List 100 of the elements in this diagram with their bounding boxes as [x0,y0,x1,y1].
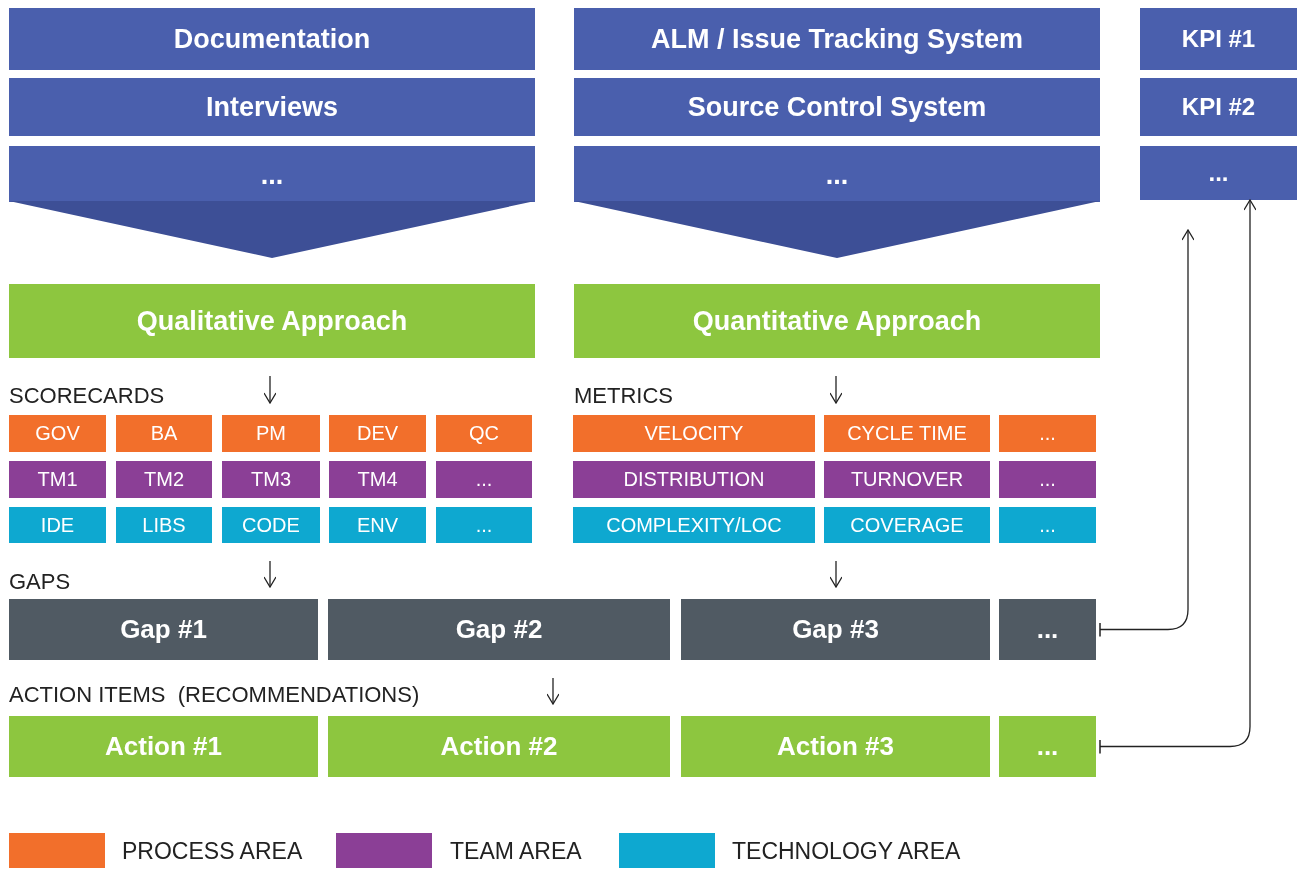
section-label: ACTION ITEMS (RECOMMENDATIONS) [9,682,420,708]
arrow [263,375,277,404]
box-label: QC [469,422,499,445]
box-label: Action #1 [105,731,222,762]
box-label: Qualitative Approach [136,305,408,337]
box-label: ... [1208,159,1229,187]
section-label: GAPS [9,569,71,595]
box-label: KPI #2 [1181,93,1256,121]
area-cell [116,415,212,452]
gap-box [9,599,318,660]
box-label: Interviews [205,91,339,123]
area-cell [222,507,320,543]
source-box [9,78,535,136]
funnel-box [574,146,1100,258]
box-label: ... [1036,731,1059,762]
area-cell [329,461,426,498]
box-label: Action #2 [440,731,558,762]
area-cell [824,461,990,498]
section-label: METRICS [574,383,673,409]
box-label: IDE [40,513,75,537]
box-label: TURNOVER [850,468,964,491]
arrow [829,560,843,588]
box-label: LIBS [142,513,186,537]
kpi-box [1140,8,1297,70]
area-cell [573,507,815,543]
approach-box [574,284,1100,358]
box-label: TM3 [251,468,291,491]
box-label: GOV [35,422,80,445]
gap-box [681,599,990,660]
area-cell [999,461,1096,498]
box-label: DEV [356,422,399,445]
box-label: ... [260,160,284,191]
action-box [9,716,318,777]
area-cell [573,415,815,452]
box-label: Action #3 [777,731,894,762]
box-label: ... [1039,513,1056,537]
funnel-box [9,146,535,258]
gap-box [328,599,670,660]
box-label: ... [475,513,493,537]
area-cell [436,415,532,452]
box-label: COVERAGE [850,513,964,537]
area-cell [116,507,212,543]
action-box [328,716,670,777]
box-label: BA [150,422,178,445]
box-label: CODE [242,513,300,537]
box-label: Gap #1 [120,614,207,645]
approach-box [9,284,535,358]
gap-box [999,599,1096,660]
source-box [574,8,1100,70]
arrow [263,560,277,588]
kpi-box [1140,78,1297,136]
area-cell [116,461,212,498]
area-cell [999,507,1096,543]
area-cell [436,507,532,543]
box-label: ... [1036,614,1059,645]
area-cell [222,461,320,498]
source-box [574,78,1100,136]
box-label: ... [825,160,849,191]
action-box [681,716,990,777]
box-label: Quantitative Approach [692,305,982,337]
box-label: Source Control System [687,91,987,123]
arrow [1099,229,1195,638]
box-label: PM [256,422,286,445]
box-label: TM1 [37,468,78,491]
section-label: SCORECARDS [9,383,165,409]
area-cell [999,415,1096,452]
area-cell [9,461,106,498]
area-cell [9,415,106,452]
source-box [9,8,535,70]
legend-label: PROCESS AREA [122,838,303,865]
action-box [999,716,1096,777]
arrow [546,677,560,705]
box-label: TM2 [144,468,184,491]
box-label: Documentation [173,23,371,55]
box-label: TM4 [357,468,398,491]
box-label: DISTRIBUTION [623,468,765,491]
box-label: Gap #3 [792,614,879,645]
box-label: CYCLE TIME [847,422,967,445]
box-label: VELOCITY [644,422,744,445]
box-label: COMPLEXITY/LOC [606,513,782,537]
area-cell [329,415,426,452]
legend-label: TEAM AREA [450,838,582,865]
area-cell [824,415,990,452]
box-label: ALM / Issue Tracking System [650,23,1024,55]
box-label: ... [1039,422,1056,445]
box-label: ... [1039,468,1056,491]
arrow [1099,199,1257,755]
arrow [829,375,843,404]
area-cell [824,507,990,543]
area-cell [329,507,426,543]
kpi-box [1140,146,1297,200]
area-cell [9,507,106,543]
box-label: ENV [356,513,399,537]
legend-label: TECHNOLOGY AREA [732,838,961,865]
area-cell [573,461,815,498]
box-label: Gap #2 [455,614,543,645]
area-cell [222,415,320,452]
box-label: ... [475,468,493,491]
box-label: KPI #1 [1181,25,1256,53]
area-cell [436,461,532,498]
